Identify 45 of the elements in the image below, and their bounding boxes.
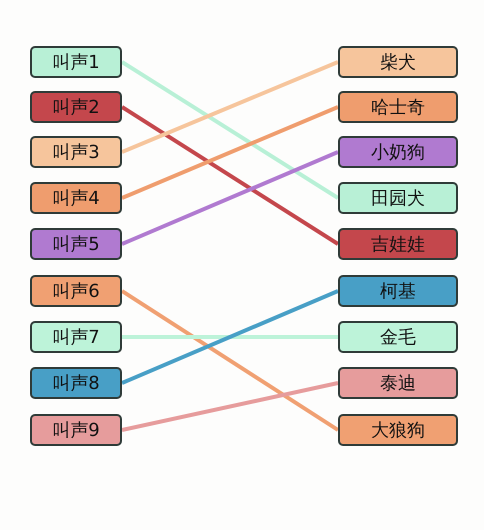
- connector-line: [120, 289, 340, 432]
- connector-line: [120, 105, 340, 246]
- option-label: 叫声1: [52, 51, 100, 74]
- sound-option-box: [30, 46, 122, 78]
- dog-option-box: [338, 91, 458, 123]
- option-label: 叫声8: [52, 372, 100, 395]
- option-label: 泰迪: [380, 372, 416, 395]
- connector-line: [121, 150, 339, 246]
- option-label: 叫声4: [52, 187, 100, 210]
- dog-option-box: [338, 228, 458, 260]
- connector-line: [122, 335, 338, 339]
- option-label: 叫声5: [52, 233, 100, 256]
- option-label: 大狼狗: [371, 419, 425, 442]
- sound-option-box: [30, 321, 122, 353]
- option-label: 小奶狗: [371, 141, 425, 164]
- option-label: 叫声2: [52, 96, 100, 119]
- sound-option-box: [30, 182, 122, 214]
- dog-option-box: [338, 367, 458, 399]
- sound-option-box: [30, 91, 122, 123]
- option-label: 柯基: [380, 280, 416, 303]
- connector-line: [120, 60, 340, 200]
- option-label: 叫声3: [52, 141, 100, 164]
- connector-line: [121, 60, 339, 154]
- option-label: 叫声9: [52, 419, 100, 442]
- option-label: 柴犬: [380, 51, 416, 74]
- sound-option-box: [30, 414, 122, 446]
- dog-option-box: [338, 414, 458, 446]
- option-label: 哈士奇: [371, 96, 425, 119]
- sound-option-box: [30, 228, 122, 260]
- option-label: 吉娃娃: [371, 233, 425, 256]
- sound-option-box: [30, 367, 122, 399]
- sound-option-box: [30, 136, 122, 168]
- dog-option-box: [338, 136, 458, 168]
- sound-option-box: [30, 275, 122, 307]
- option-label: 金毛: [380, 326, 416, 349]
- connector-line: [122, 381, 338, 432]
- dog-option-box: [338, 321, 458, 353]
- dog-option-box: [338, 46, 458, 78]
- dog-option-box: [338, 275, 458, 307]
- option-label: 叫声6: [52, 280, 100, 303]
- option-label: 田园犬: [371, 187, 425, 210]
- dog-option-box: [338, 182, 458, 214]
- connector-line: [121, 289, 339, 385]
- option-label: 叫声7: [52, 326, 100, 349]
- connector-line: [121, 105, 339, 200]
